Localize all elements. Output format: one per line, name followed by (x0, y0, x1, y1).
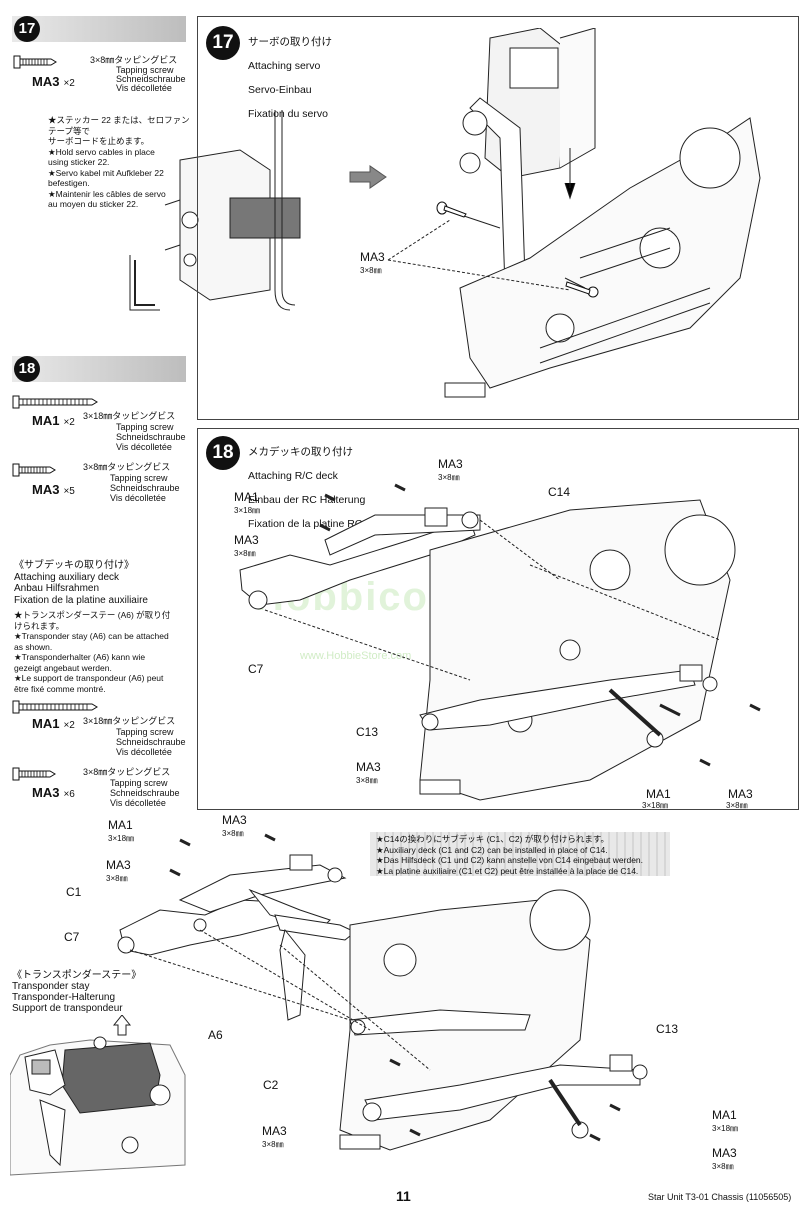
part-code: MA1×2 (32, 716, 75, 731)
aux-deck-note: ★トランスポンダーステー (A6) が取り付 けられます。 ★Transpond… (14, 610, 171, 694)
label-ma3-bottom-size: 3×8㎜ (356, 776, 378, 785)
watermark-url: www.HobbieStore.com (300, 650, 412, 662)
heading-de: Einbau der RC Halterung (248, 494, 366, 506)
aux-label-a6: A6 (208, 1028, 223, 1042)
step17-big-number: 17 (206, 26, 240, 60)
part-code: MA3×5 (32, 482, 75, 497)
label-ma3-right: MA3 (728, 787, 753, 801)
aux-label-ma3-top-size: 3×8㎜ (222, 829, 244, 838)
tapping-screw-long-icon (12, 395, 98, 409)
part-desc-en: Tapping screw (116, 422, 174, 432)
page-number: 11 (396, 1188, 411, 1204)
aux-label-ma1-right-size: 3×18㎜ (712, 1124, 739, 1133)
aux-label-ma1-right: MA1 (712, 1108, 737, 1122)
heading-jp: サーボの取り付け (248, 36, 332, 48)
transponder-title: 《トランスポンダーステー》 Transponder stay Transpond… (12, 970, 142, 1014)
aux-label-c1: C1 (66, 885, 82, 899)
heading-en: Attaching servo (248, 60, 321, 72)
heading-fr: Fixation du servo (248, 108, 328, 120)
part-size: 3×8㎜タッピングビス (83, 462, 171, 472)
tapping-screw-icon (436, 201, 467, 218)
c14-note: ★C14の換わりにサブデッキ (C1、C2) が取り付けられます。 ★Auxil… (376, 834, 644, 876)
part-desc-de: Schneidschraube (110, 788, 180, 798)
step17-number: 17 (14, 16, 40, 42)
aux-label-ma3-right: MA3 (712, 1146, 737, 1160)
part-desc-de: Schneidschraube (110, 483, 180, 493)
aux-deck-title: 《サブデッキの取り付け》 Attaching auxiliary deck An… (14, 560, 148, 606)
tapping-screw-icon (565, 281, 599, 298)
part-desc-en: Tapping screw (110, 778, 168, 788)
part-desc-fr: Vis décolletée (116, 747, 172, 757)
label-c13: C13 (356, 725, 379, 739)
aux-label-ma3-bottom: MA3 (262, 1124, 287, 1138)
aux-label-c2: C2 (263, 1078, 279, 1092)
manual-title: Star Unit T3-01 Chassis (11056505) (648, 1192, 792, 1202)
aux-label-ma3-bottom-size: 3×8㎜ (262, 1140, 284, 1149)
tapping-screw-icon (12, 463, 56, 477)
label-ma3-left: MA3 (234, 533, 259, 547)
step18-number: 18 (14, 356, 40, 382)
part-size: 3×18㎜タッピングビス (83, 716, 176, 726)
callout-ma3: MA3 (360, 250, 385, 264)
label-ma1-bottom-size: 3×18㎜ (642, 801, 669, 810)
direction-arrow-icon (349, 165, 387, 189)
step18-bar (12, 356, 186, 382)
label-c14: C14 (548, 485, 571, 499)
part-code: MA1×2 (32, 413, 75, 428)
step17-heading: サーボの取り付け Attaching servo Servo-Einbau Fi… (248, 24, 332, 120)
aux-label-ma3-left: MA3 (106, 858, 131, 872)
label-ma3-bottom: MA3 (356, 760, 381, 774)
part-desc-en: Tapping screw (110, 473, 168, 483)
part-desc-fr: Vis décolletée (110, 798, 166, 808)
step18-big-number: 18 (206, 436, 240, 470)
aux-deck-assembly-drawing (117, 833, 648, 1151)
part-desc-de: Schneidschraube (116, 432, 186, 442)
servo-cable-note: ★ステッカー 22 または、セロファンテープ等で サーボコードを止めます。 ★H… (48, 115, 190, 209)
part-size: 3×8㎜タッピングビス (90, 55, 178, 65)
c14-note-background (370, 832, 670, 876)
aux-label-c13: C13 (656, 1022, 679, 1036)
aux-label-ma1-top: MA1 (108, 818, 133, 832)
label-ma3-left-size: 3×8㎜ (234, 549, 256, 558)
tapping-screw-icon (12, 767, 56, 781)
heading-jp: メカデッキの取り付け (248, 446, 353, 458)
label-ma1-bottom: MA1 (646, 787, 671, 801)
servo-chassis-drawing (439, 28, 761, 398)
transponder-stay-detail-drawing (10, 1015, 186, 1176)
aux-label-ma1-top-size: 3×18㎜ (108, 834, 135, 843)
part-size: 3×8㎜タッピングビス (83, 767, 171, 777)
aux-label-c7: C7 (64, 930, 80, 944)
part-code: MA3×2 (32, 74, 75, 89)
rc-deck-assembly-drawing (239, 483, 761, 801)
heading-de: Servo-Einbau (248, 84, 312, 96)
label-ma3-right-size: 3×8㎜ (726, 801, 748, 810)
step18-heading: メカデッキの取り付け Attaching R/C deck Einbau der… (248, 434, 365, 530)
label-ma1-left-size: 3×18㎜ (234, 506, 261, 515)
aux-label-ma3-top: MA3 (222, 813, 247, 827)
step18-panel (197, 428, 799, 810)
part-desc-de: Schneidschraube (116, 74, 186, 84)
leader-line (387, 220, 571, 291)
part-desc-en: Tapping screw (116, 65, 174, 75)
part-code: MA3×6 (32, 785, 75, 800)
aux-label-ma3-left-size: 3×8㎜ (106, 874, 128, 883)
part-size: 3×18㎜タッピングビス (83, 411, 176, 421)
tapping-screw-long-icon (12, 700, 98, 714)
part-desc-fr: Vis décolletée (116, 442, 172, 452)
step17-bar (12, 16, 186, 42)
aux-label-ma3-right-size: 3×8㎜ (712, 1162, 734, 1171)
tapping-screw-icon (13, 55, 57, 69)
step17-panel (197, 16, 799, 420)
part-desc-de: Schneidschraube (116, 737, 186, 747)
callout-ma3-size: 3×8㎜ (360, 266, 382, 275)
label-ma1-left: MA1 (234, 490, 259, 504)
label-c7: C7 (248, 662, 264, 676)
label-ma3-top-size: 3×8㎜ (438, 473, 460, 482)
part-desc-en: Tapping screw (116, 727, 174, 737)
part-desc-fr: Vis décolletée (116, 83, 172, 93)
label-ma3-top: MA3 (438, 457, 463, 471)
part-desc-fr: Vis décolletée (110, 493, 166, 503)
servo-cable-detail-drawing (129, 110, 301, 311)
heading-en: Attaching R/C deck (248, 470, 338, 482)
